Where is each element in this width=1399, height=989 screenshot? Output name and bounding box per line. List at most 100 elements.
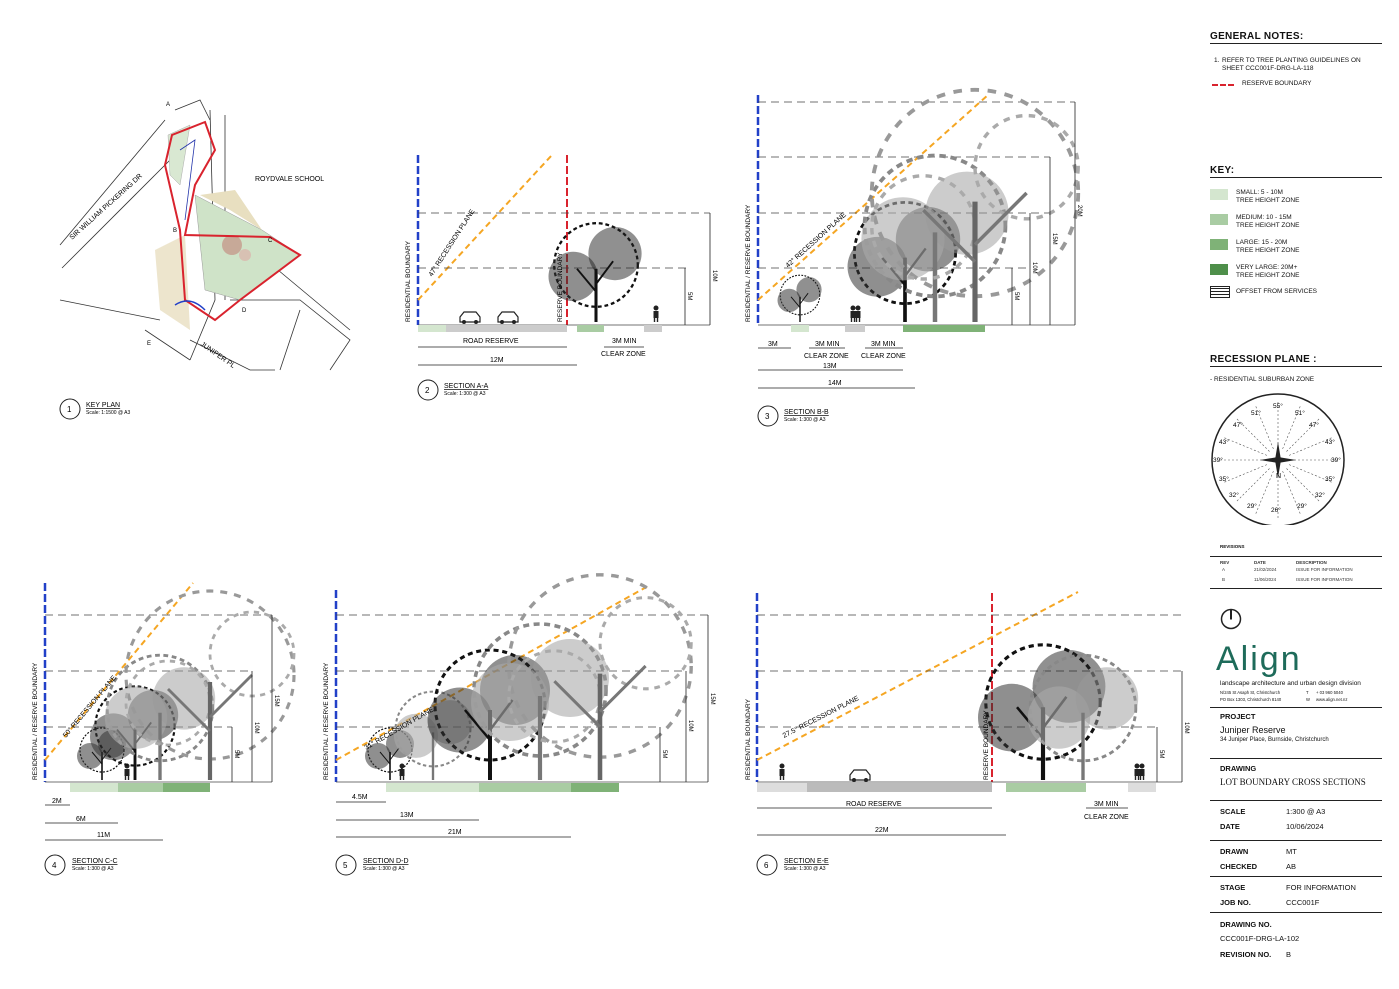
svg-text:10M: 10M (687, 720, 693, 732)
key-plan: SIR WILLIAM PICKERING DR ROYDVALE SCHOOL… (59, 99, 351, 371)
reserve-boundary-label: RESERVE BOUNDARY (1242, 80, 1312, 87)
svg-text:5: 5 (343, 861, 348, 870)
section-bb-recession: 42° RECESSION PLANE (784, 211, 848, 270)
svg-text:ROAD RESERVE: ROAD RESERVE (463, 338, 519, 345)
key-plan-marker-b: B (173, 228, 177, 234)
compass-angle-label: 32° (1315, 491, 1325, 499)
svg-text:11M: 11M (97, 832, 110, 839)
svg-text:3M MIN: 3M MIN (871, 341, 896, 348)
revision-date: 21/02/2024 (1254, 567, 1277, 572)
key-label-size: MEDIUM: 10 - 15M (1236, 214, 1292, 221)
revision-number: B (1286, 950, 1292, 959)
svg-text:Scale: 1:300 @ A3: Scale: 1:300 @ A3 (784, 866, 826, 872)
key-plan-marker-d: D (242, 308, 247, 314)
key-swatch (1210, 264, 1228, 275)
tagline: landscape architecture and urban design … (1220, 680, 1361, 687)
key-plan-marker-e: E (147, 341, 151, 347)
key-plan-title: 1 KEY PLAN Scale: 1:1500 @ A3 (59, 398, 130, 420)
key-label-zone: TREE HEIGHT ZONE (1236, 247, 1300, 254)
svg-text:SECTION B-B: SECTION B-B (784, 409, 829, 416)
svg-text:SECTION A-A: SECTION A-A (444, 383, 489, 390)
svg-text:5M: 5M (233, 750, 239, 758)
compass-angle-label: 47° (1233, 421, 1243, 429)
general-notes-title: GENERAL NOTES: (1210, 31, 1304, 42)
svg-text:15M: 15M (1051, 233, 1057, 245)
revision-rev: A (1222, 567, 1226, 572)
svg-text:4: 4 (52, 861, 57, 870)
key-label-size: VERY LARGE: 20M+ (1236, 264, 1298, 271)
section-dd: 15M 10M 5M RESIDENTIAL / RESERVE BOUNDAR… (323, 575, 715, 876)
svg-text:5M: 5M (661, 750, 667, 758)
section-ee-right-label: RESERVE BOUNDARY (983, 710, 990, 780)
reserve-boundary-swatch (1212, 84, 1234, 86)
compass-angle-label: 32° (1229, 491, 1239, 499)
key-swatch (1210, 189, 1228, 200)
svg-text:3: 3 (765, 412, 770, 421)
svg-text:Scale: 1:300 @ A3: Scale: 1:300 @ A3 (784, 417, 826, 423)
compass-angle-label: 39° (1213, 456, 1223, 464)
align-logo: Align (1216, 640, 1302, 678)
svg-text:15M: 15M (273, 695, 279, 707)
section-cc-left-label: RESIDENTIAL / RESERVE BOUNDARY (32, 662, 39, 780)
key-label-size: LARGE: 15 - 20M (1236, 239, 1288, 246)
svg-text:15M: 15M (709, 693, 715, 705)
offset-label: OFFSET FROM SERVICES (1236, 288, 1318, 295)
svg-text:Scale: 1:1500 @ A3: Scale: 1:1500 @ A3 (86, 410, 130, 416)
section-bb-left-label: RESIDENTIAL / RESERVE BOUNDARY (745, 204, 752, 322)
key-label-size: SMALL: 5 - 10M (1236, 189, 1283, 196)
svg-text:5M: 5M (686, 292, 692, 300)
svg-text:6M: 6M (76, 816, 86, 823)
drawn-value: MT (1286, 847, 1297, 856)
svg-text:2: 2 (425, 386, 430, 395)
svg-text:10M: 10M (1031, 262, 1037, 274)
revision-desc: ISSUE FOR INFORMATION (1296, 577, 1353, 582)
key-swatch (1210, 239, 1228, 250)
svg-text:1: 1 (67, 405, 72, 414)
svg-text:CLEAR ZONE: CLEAR ZONE (1084, 814, 1129, 821)
svg-text:13M: 13M (823, 363, 837, 370)
svg-text:22M: 22M (875, 827, 889, 834)
revision-date: 11/06/2024 (1254, 577, 1277, 582)
project-address: 34 Juniper Place, Burnside, Christchurch (1220, 737, 1329, 743)
key-plan-road1-label: SIR WILLIAM PICKERING DR (69, 173, 144, 242)
key-plan-road2-label: JUNIPER PL (199, 341, 236, 370)
svg-text:10M: 10M (711, 270, 717, 282)
compass-angle-label: 43° (1219, 438, 1229, 446)
job-number: CCC001F (1286, 898, 1320, 907)
compass-angle-label: 51° (1251, 409, 1261, 417)
svg-text:Scale: 1:300 @ A3: Scale: 1:300 @ A3 (444, 391, 486, 397)
svg-text:CLEAR ZONE: CLEAR ZONE (861, 353, 906, 360)
svg-text:14M: 14M (828, 380, 842, 387)
section-ee-recession: 27.5° RECESSION PLANE (781, 694, 860, 740)
svg-text:4.5M: 4.5M (352, 794, 368, 801)
key-swatch (1210, 214, 1228, 225)
compass-angle-label: 35° (1219, 475, 1229, 483)
offset-swatch (1210, 286, 1230, 298)
svg-text:10M: 10M (253, 722, 259, 734)
svg-text:21M: 21M (448, 829, 462, 836)
svg-text:SECTION D-D: SECTION D-D (363, 858, 409, 865)
drawing-number: CCC001F-DRG-LA-102 (1220, 934, 1300, 943)
compass-angle-label: 26° (1271, 506, 1281, 514)
section-aa-left-label: RESIDENTIAL BOUNDARY (405, 240, 412, 322)
key-label-zone: TREE HEIGHT ZONE (1236, 272, 1300, 279)
section-bb: 20M 15M 10M 5M RESIDENTIAL / RESERVE BOU… (745, 90, 1082, 427)
svg-text:3M: 3M (768, 341, 778, 348)
svg-text:10M: 10M (1183, 722, 1189, 734)
recession-plane-title: RECESSION PLANE : (1210, 354, 1317, 365)
drawing-sheet: SIR WILLIAM PICKERING DR ROYDVALE SCHOOL… (0, 0, 1189, 876)
section-aa-recession: 47° RECESSION PLANE (427, 207, 477, 278)
svg-text:SECTION C-C: SECTION C-C (72, 858, 118, 865)
compass-angle-label: 55° (1273, 402, 1283, 410)
scale-value: 1:300 @ A3 (1286, 807, 1326, 816)
key-label-zone: TREE HEIGHT ZONE (1236, 197, 1300, 204)
section-ee: 10M 5M RESIDENTIAL BOUNDARY RESERVE BOUN… (745, 591, 1189, 876)
revisions-title: REVISIONS (1220, 544, 1245, 549)
svg-text:ROAD RESERVE: ROAD RESERVE (846, 801, 902, 808)
compass-angle-label: 47° (1309, 421, 1319, 429)
svg-text:Scale: 1:300 @ A3: Scale: 1:300 @ A3 (72, 866, 114, 872)
project-name: Juniper Reserve (1220, 725, 1286, 735)
compass-angle-label: 51° (1295, 409, 1305, 417)
